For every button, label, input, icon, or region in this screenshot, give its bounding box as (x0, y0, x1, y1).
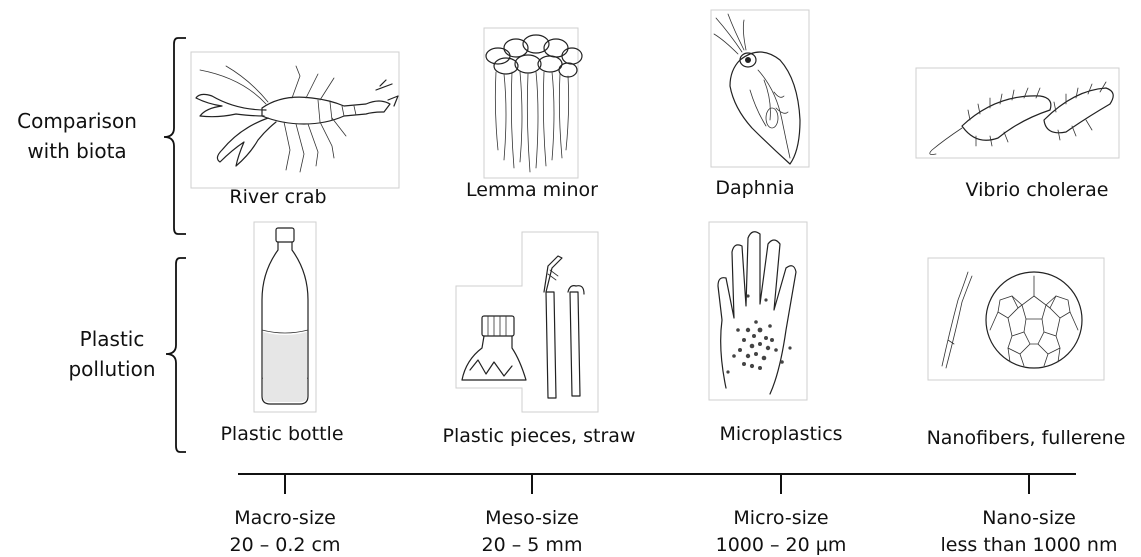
plastic-brace (166, 258, 186, 452)
nanofibers-fullerene-frame (928, 258, 1104, 380)
biota-group-label-line1: Comparison (17, 109, 137, 133)
scale-macro-name: Macro-size (234, 507, 336, 529)
scale-meso-name: Meso-size (485, 507, 579, 529)
nanofibers-fullerene-figure: Nanofibers, fullerene (927, 258, 1126, 449)
river-crab-frame (191, 52, 399, 188)
vibrio-cholerae-figure: Vibrio cholerae (916, 68, 1119, 201)
plastic-pieces-straw-label: Plastic pieces, straw (443, 425, 636, 447)
size-scale-axis: Macro-size 20 – 0.2 cm Meso-size 20 – 5 … (230, 474, 1118, 556)
plastic-pieces-straw-figure: Plastic pieces, straw (443, 232, 636, 447)
plastic-group: Plastic pollution (68, 258, 186, 452)
daphnia-figure: Daphnia (711, 10, 809, 199)
daphnia-label: Daphnia (715, 177, 794, 199)
plastic-pieces-straw-frame (456, 232, 598, 412)
vibrio-cholerae-label: Vibrio cholerae (966, 179, 1109, 201)
plastic-bottle-figure: Plastic bottle (220, 222, 343, 445)
scale-micro-name: Micro-size (733, 507, 828, 529)
microplastics-figure: Microplastics (709, 222, 843, 445)
river-crab-figure: River crab (191, 52, 399, 208)
scale-nano-range: less than 1000 nm (941, 534, 1118, 556)
lemma-minor-figure: Lemma minor (466, 28, 598, 201)
scale-meso-range: 20 – 5 mm (482, 534, 583, 556)
scale-nano-name: Nano-size (982, 507, 1076, 529)
river-crab-label: River crab (229, 186, 326, 208)
nanofibers-fullerene-label: Nanofibers, fullerene (927, 427, 1126, 449)
microplastics-label: Microplastics (719, 423, 842, 445)
vibrio-cholerae-frame (916, 68, 1119, 158)
daphnia-frame (711, 10, 809, 167)
biota-group-label-line2: with biota (27, 139, 126, 163)
lemma-minor-label: Lemma minor (466, 179, 598, 201)
plastic-group-label-line1: Plastic (80, 327, 145, 351)
plastic-bottle-label: Plastic bottle (220, 423, 343, 445)
scale-micro-range: 1000 – 20 µm (716, 534, 847, 556)
biota-brace (164, 38, 186, 234)
biota-group: Comparison with biota (17, 38, 186, 234)
scale-macro-range: 20 – 0.2 cm (230, 534, 341, 556)
plastic-group-label-line2: pollution (68, 357, 155, 381)
